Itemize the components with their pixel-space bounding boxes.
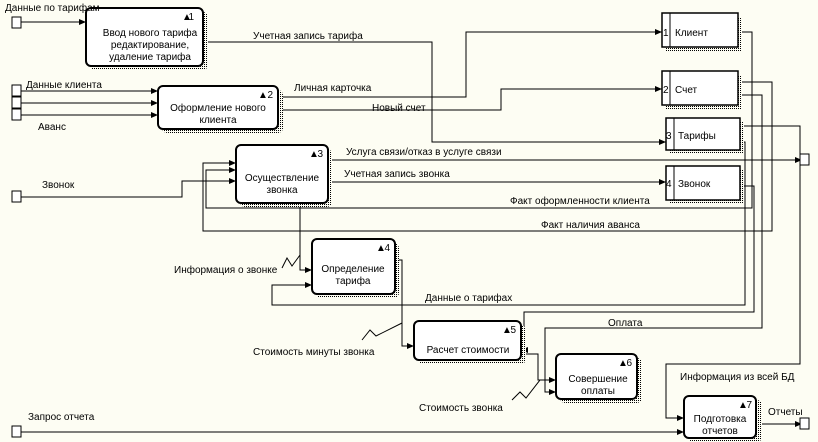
flow-tariffs-data: [271, 141, 746, 306]
process-label-line: Ввод нового тарифа: [103, 27, 198, 39]
process-label-line: отчетов: [702, 426, 738, 437]
process-arrow-icon: ▲: [258, 90, 268, 101]
flow-label-client-data: Данные клиента: [26, 80, 102, 91]
store-3[interactable]: 3 Тарифы: [665, 117, 744, 154]
process-label-line: звонка: [266, 185, 297, 196]
process-7[interactable]: 7 ▲ Подготовка отчетов: [683, 395, 762, 442]
process-arrow-icon: ▲: [618, 358, 628, 369]
external-entity-report-request: [11, 425, 22, 438]
flow-label-advance: Аванс: [38, 122, 66, 133]
process-number: 3: [317, 149, 323, 160]
external-entity-advance: [11, 108, 22, 121]
flow-label-reports: Отчеты: [768, 407, 803, 418]
process-6[interactable]: 6 ▲ Совершение оплаты: [555, 353, 642, 403]
process-label-line: Совершение: [568, 374, 628, 385]
flow-lines: [20, 19, 802, 435]
external-entity-service: [799, 153, 810, 166]
flow-payment: [544, 94, 763, 395]
process-1[interactable]: 1 ▲ Ввод нового тарифа редактирование, у…: [85, 7, 208, 70]
process-arrow-icon: ▲: [376, 243, 386, 254]
flow-call-cost: [521, 353, 556, 383]
external-entity-tariff-data: [11, 16, 22, 29]
flow-label-minute-cost: Стоимость минуты звонка: [253, 347, 375, 358]
process-number: 6: [626, 358, 632, 369]
process-label-line: оплаты: [581, 386, 615, 397]
process-number: 4: [384, 243, 390, 254]
process-label-line: удаление тарифа: [109, 51, 191, 63]
flow-labels: Данные по тарифам Данные клиента Аванс З…: [5, 2, 803, 423]
store-4[interactable]: 4 Звонок: [665, 165, 744, 204]
process-3[interactable]: 3 ▲ Осуществление звонка: [235, 144, 332, 207]
process-arrow-icon: ▲: [502, 325, 512, 336]
process-label-line: редактирование,: [111, 40, 189, 51]
store-number: 3: [666, 131, 672, 142]
process-label-line: клиента: [199, 115, 236, 126]
flow-label-tariff-data: Данные по тарифам: [5, 2, 100, 14]
flow-all-db-info: [665, 125, 801, 421]
external-entity-client-data-2: [11, 96, 22, 109]
flow-call-info: [299, 204, 312, 273]
process-label-line: Оформление нового: [170, 102, 266, 114]
process-label-line: тарифа: [336, 275, 371, 287]
store-1[interactable]: 1 Клиент: [661, 12, 742, 51]
flow-label-tariff-record: Учетная запись тарифа: [253, 30, 363, 42]
external-markers: [11, 16, 810, 438]
flow-client-fact: [205, 31, 753, 209]
process-arrow-icon: ▲: [738, 400, 748, 411]
external-entity-call: [11, 190, 22, 203]
store-label: Тарифы: [678, 130, 716, 142]
process-number: 7: [746, 400, 752, 411]
flow-label-all-db-info: Информация из всей БД: [680, 371, 795, 383]
store-2[interactable]: 2 Счет: [661, 70, 742, 109]
flow-label-report-request: Запрос отчета: [28, 412, 95, 423]
flow-tariff-record: [203, 41, 666, 145]
process-label-line: Подготовка: [694, 414, 747, 425]
flow-call: [20, 178, 236, 198]
store-label: Клиент: [675, 28, 708, 39]
callout-call-cost: [511, 379, 541, 401]
process-label-line: Расчет стоимости: [427, 345, 510, 356]
flow-label-payment: Оплата: [608, 318, 643, 329]
external-entity-client-data-1: [11, 84, 22, 97]
flow-label-service: Услуга связи/отказ в услуге связи: [346, 147, 502, 158]
flow-advance-fact: [202, 81, 773, 232]
callout-call-info: [281, 254, 301, 269]
flow-label-new-bill: Новый счет: [372, 103, 426, 114]
callout-minute-cost: [361, 322, 403, 341]
flow-label-call-cost: Стоимость звонка: [419, 403, 503, 414]
process-number: 2: [267, 90, 273, 101]
process-arrow-icon: ▲: [182, 12, 192, 23]
process-number: 5: [510, 325, 516, 336]
store-number: 2: [663, 85, 669, 96]
process-number: 1: [188, 12, 194, 23]
store-number: 1: [663, 28, 669, 39]
flow-new-bill: [278, 86, 662, 111]
process-5[interactable]: 5 ▲ Расчет стоимости: [413, 320, 526, 364]
flow-label-advance-fact: Факт наличия аванса: [541, 220, 640, 231]
process-2[interactable]: 2 ▲ Оформление нового клиента: [157, 85, 283, 133]
flow-personal-card: [278, 29, 662, 98]
flow-label-call-info: Информация о звонке: [174, 264, 278, 276]
flow-label-call: Звонок: [42, 180, 75, 191]
flow-label-personal-card: Личная карточка: [294, 83, 372, 94]
flow-label-call-record: Учетная запись звонка: [344, 169, 450, 180]
process-4[interactable]: 4 ▲ Определение тарифа: [311, 238, 399, 298]
store-label: Счет: [675, 85, 698, 96]
process-label-line: Осуществление: [245, 173, 320, 184]
flow-label-client-fact: Факт оформленности клиента: [510, 195, 650, 207]
store-number: 4: [666, 179, 672, 190]
store-label: Звонок: [678, 179, 711, 190]
process-label-line: Определение: [321, 264, 385, 275]
flow-label-tariffs-data: Данные о тарифах: [425, 292, 512, 304]
process-arrow-icon: ▲: [309, 149, 319, 160]
external-entity-reports: [799, 417, 810, 430]
